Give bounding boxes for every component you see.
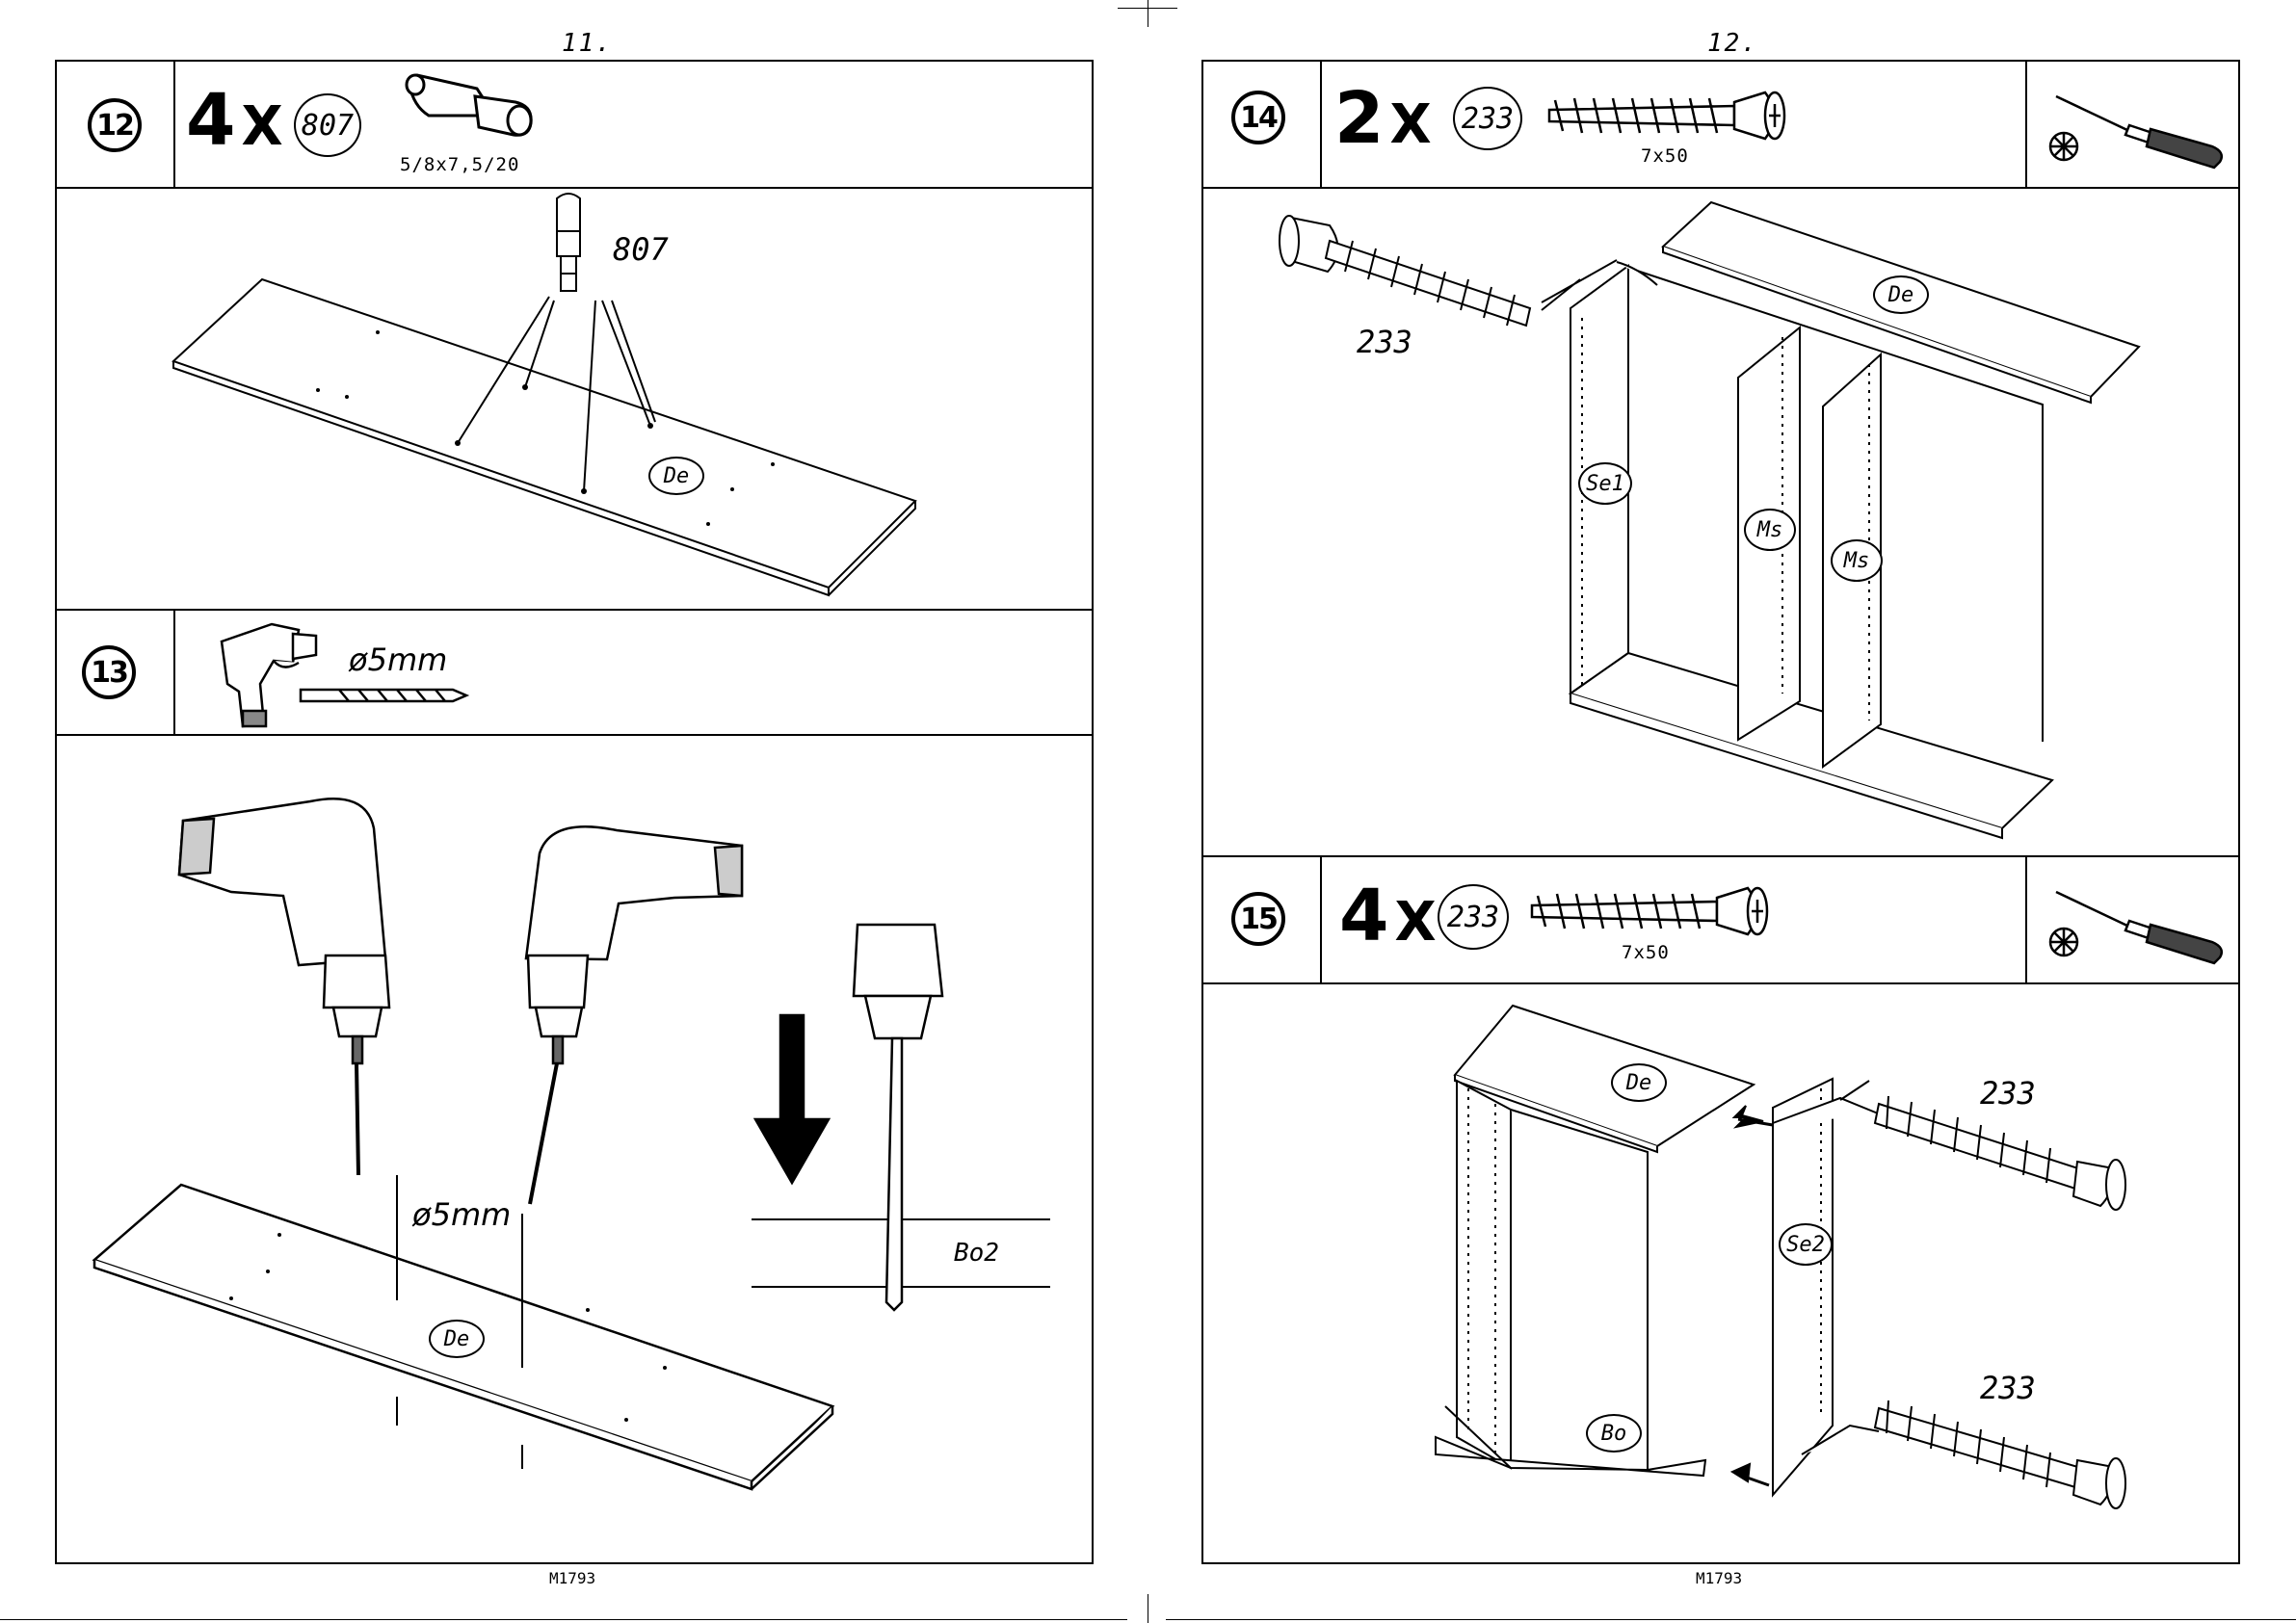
part-dimensions: 7x50	[1641, 145, 1689, 167]
cabinet-frame-illustration	[1253, 193, 2177, 848]
panel-tag-se1: Se1	[1578, 462, 1632, 505]
step-number-13: 13	[82, 645, 136, 699]
screw-callout-top: 233	[1980, 1075, 2036, 1112]
panel-tag-de: De	[648, 457, 704, 495]
part-dimensions: 7x50	[1622, 942, 1670, 963]
panel-tag-ms: Ms	[1744, 509, 1796, 551]
panel-tag-de: De	[1611, 1063, 1667, 1102]
drill-size-callout: ø5mm	[412, 1196, 511, 1233]
panel-tag-ms: Ms	[1831, 539, 1883, 582]
panel-tag-bo: Bo	[1586, 1414, 1642, 1453]
screw-callout: 233	[1357, 324, 1412, 360]
panel-with-dowels-illustration	[164, 183, 935, 607]
model-code-left: M1793	[549, 1569, 595, 1587]
divider	[1320, 60, 1322, 188]
quantity-value: 4	[1339, 875, 1387, 957]
screwdriver-icon	[2043, 87, 2235, 173]
divider	[1201, 187, 2240, 189]
divider	[1201, 982, 2240, 984]
part-dimensions: 5/8x7,5/20	[400, 154, 519, 175]
page-number-right: 12.	[1707, 29, 1758, 58]
multiplier: X	[1395, 891, 1435, 954]
panel-tag-de: De	[1873, 275, 1929, 314]
screw-callout-bottom: 233	[1980, 1370, 2036, 1406]
step-number-15: 15	[1231, 892, 1285, 946]
step-number-14: 14	[1231, 91, 1285, 144]
divider	[1320, 855, 1322, 983]
panel-tag-de: De	[429, 1320, 485, 1358]
crop-mark	[1166, 1619, 2296, 1620]
screw-icon	[1524, 878, 1794, 946]
part-id-badge: 233	[1438, 884, 1509, 950]
crop-mark	[0, 1619, 1127, 1620]
divider	[173, 60, 175, 188]
divider	[1201, 855, 2240, 857]
panel-tag-se2: Se2	[1779, 1223, 1833, 1266]
step-number-12: 12	[88, 98, 142, 152]
drilling-panel-illustration	[87, 790, 1069, 1522]
quantity-value: 4	[186, 79, 234, 162]
detail-tag-bo2: Bo2	[954, 1239, 999, 1268]
divider	[173, 609, 175, 735]
quantity-value: 2	[1334, 77, 1383, 160]
divider	[55, 734, 1094, 736]
dowel-icon	[400, 67, 544, 149]
model-code-right: M1793	[1696, 1569, 1742, 1587]
divider	[55, 609, 1094, 611]
part-id-badge: 807	[294, 93, 361, 157]
page-number-left: 11.	[562, 29, 613, 58]
screwdriver-icon	[2043, 882, 2235, 969]
drill-bit-size: ø5mm	[349, 641, 447, 678]
multiplier: X	[1390, 93, 1430, 156]
divider	[2025, 60, 2027, 188]
part-id-badge: 233	[1453, 87, 1522, 150]
multiplier: X	[242, 95, 281, 158]
dowel-callout: 807	[613, 231, 669, 268]
divider	[2025, 855, 2027, 983]
screw-icon	[1542, 83, 1811, 150]
